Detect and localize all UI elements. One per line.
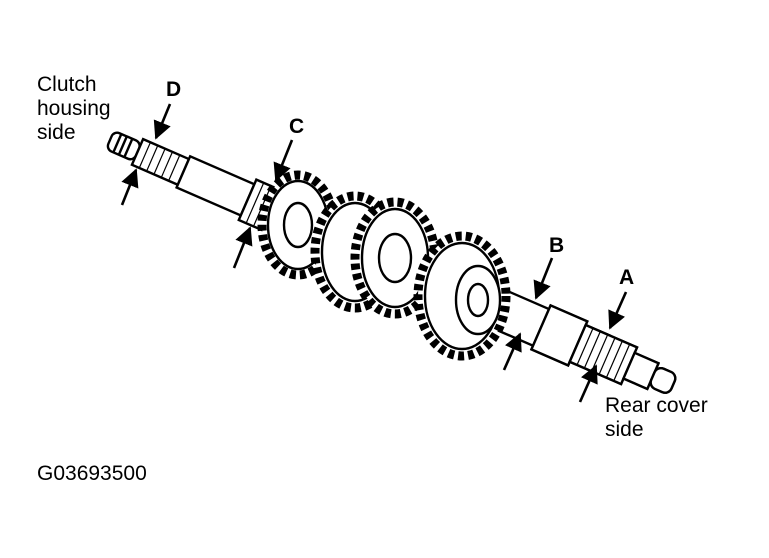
arrow-b-top [533,257,554,300]
clutch-side-label: Clutch housing side [37,73,111,145]
arrow-c-top [273,139,294,182]
arrow-a-bottom [578,364,598,403]
marker-c-label: C [289,115,305,138]
arrow-d-bottom [120,168,139,206]
arrow-b-bottom [502,332,522,371]
arrow-c-bottom [232,226,253,269]
clutch-side-line-2: housing [37,97,111,120]
gear-4 [413,231,511,361]
rear-side-label: Rear cover side [605,394,708,442]
arrow-a-top [608,291,628,330]
figure-code: G03693500 [37,462,147,485]
marker-b-label: B [549,234,565,257]
rear-side-line-1: Rear cover [605,394,708,417]
rear-side-line-2: side [605,418,644,441]
marker-d-label: D [166,78,182,101]
clutch-side-line-3: side [37,121,76,144]
clutch-side-line-1: Clutch [37,73,97,96]
gear-1 [257,170,339,280]
arrow-d-top [153,103,172,140]
marker-a-label: A [619,266,635,289]
